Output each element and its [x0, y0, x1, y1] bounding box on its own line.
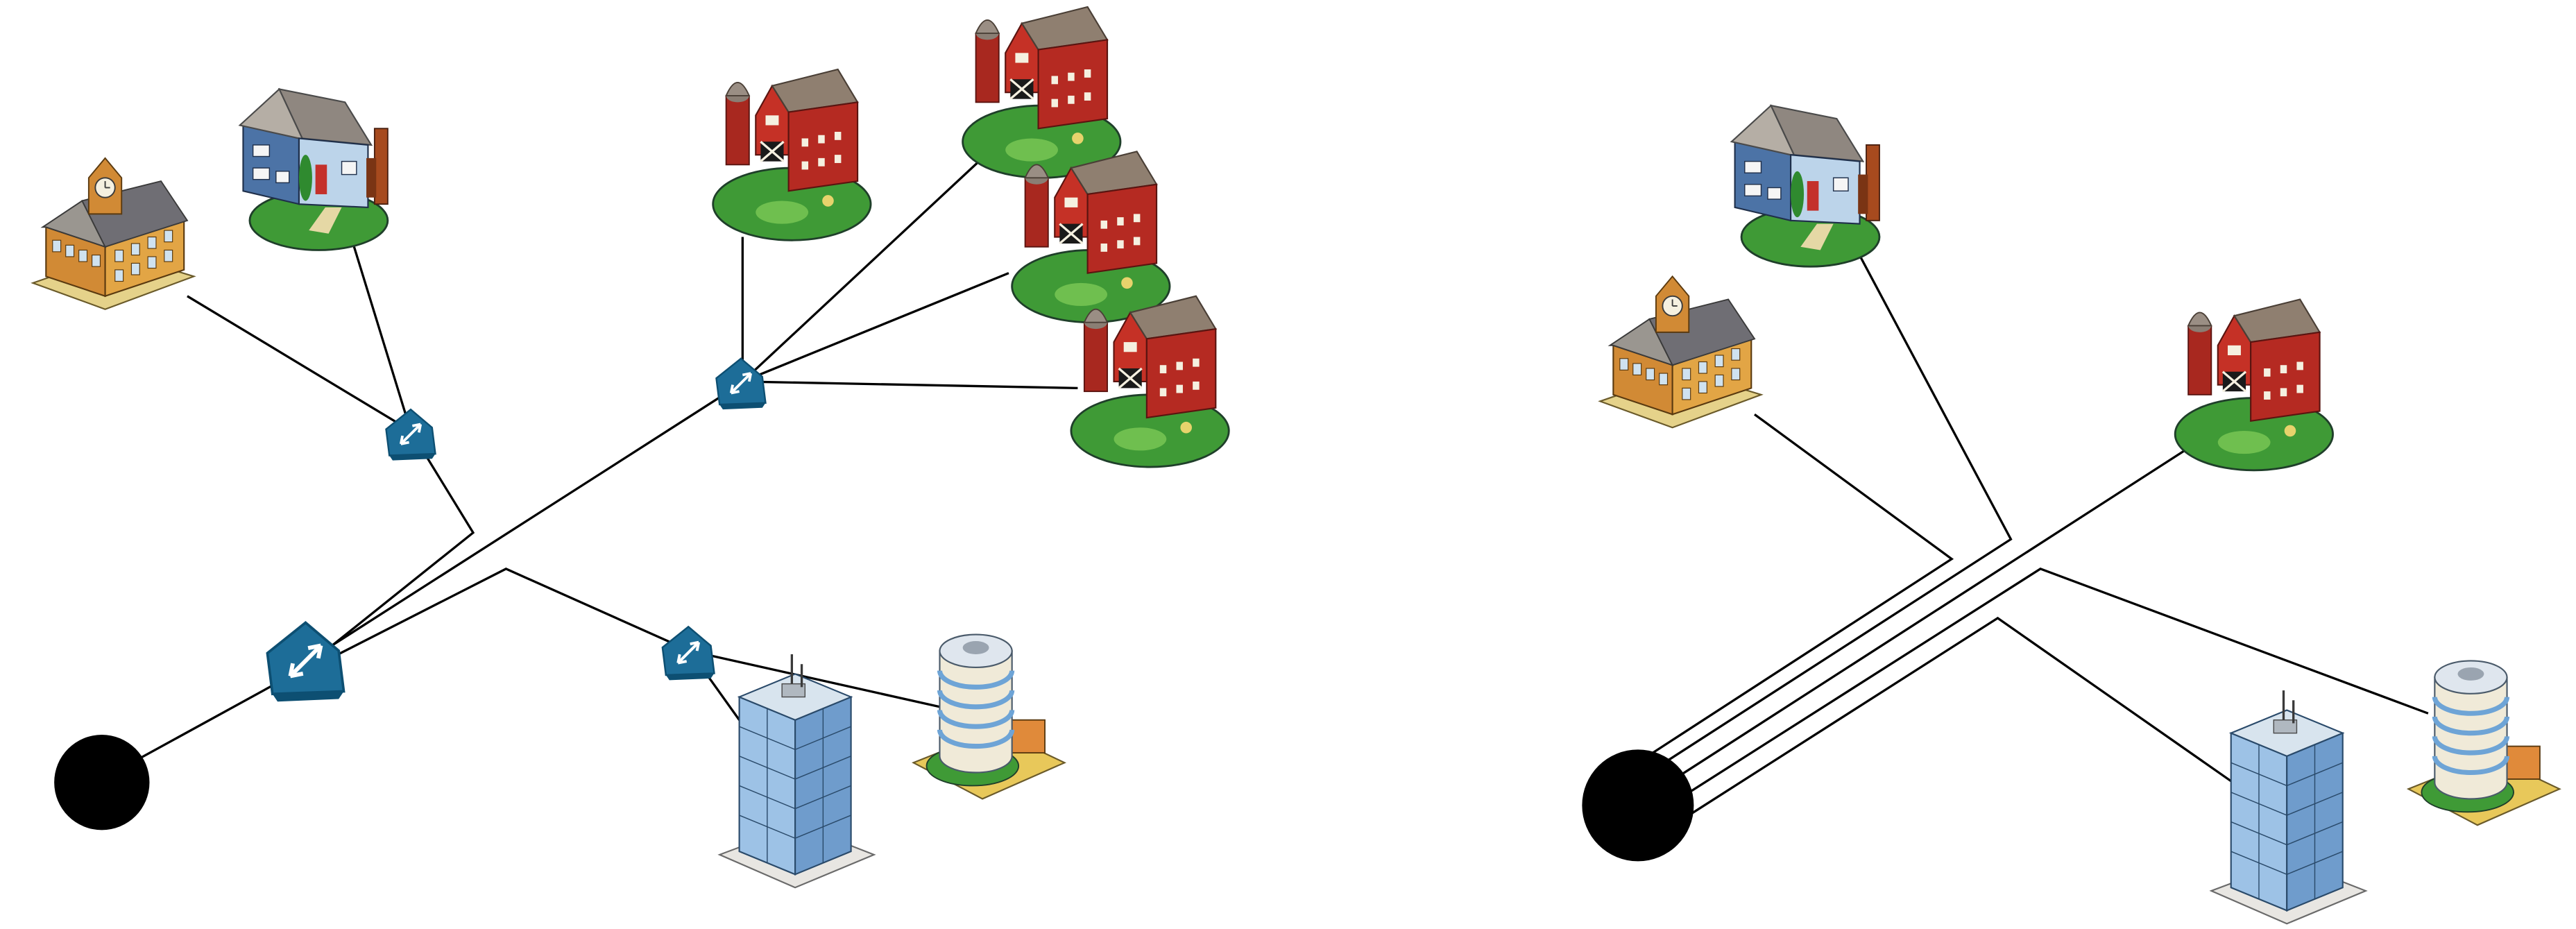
barn-icon — [1011, 150, 1171, 324]
point-to-point-diagram — [1582, 104, 2559, 926]
barn-icon — [2174, 298, 2335, 472]
link-lines — [101, 157, 1078, 781]
office-tower-icon — [2210, 689, 2367, 926]
link-main-upper-left — [324, 430, 475, 652]
house-icon — [239, 87, 389, 251]
hub-dot — [1582, 749, 1694, 862]
link-upper-left-school — [187, 295, 411, 432]
round-office-icon — [2408, 660, 2559, 825]
barn-icon — [961, 6, 1122, 179]
office-tower-icon — [718, 653, 876, 889]
splitter-lower-icon — [660, 625, 716, 682]
link-hub-house — [1658, 236, 2013, 767]
link-hub-round-office — [1678, 568, 2429, 800]
link-hub-barn — [1668, 443, 2196, 784]
link-upper-left-house — [343, 216, 412, 432]
link-lower-round-office — [690, 649, 940, 708]
point-to-multipoint-diagram — [32, 6, 1230, 889]
splitter-upper-left-icon — [384, 408, 437, 462]
link-main-lower — [331, 568, 691, 659]
hub-dot — [54, 735, 150, 830]
link-farms-barn-4 — [742, 380, 1078, 390]
link-main-farms — [327, 384, 740, 649]
link-farms-barn-3 — [742, 272, 1009, 383]
link-hub-tower — [1688, 616, 2239, 817]
school-icon — [1599, 275, 1762, 429]
link-farms-barn-2 — [742, 157, 984, 383]
link-lines — [1652, 236, 2429, 817]
splitter-main-icon — [267, 622, 343, 701]
link-hub-school — [1652, 413, 1954, 754]
round-office-icon — [914, 635, 1065, 799]
school-icon — [32, 157, 195, 310]
house-icon — [1730, 104, 1881, 268]
barn-icon — [712, 68, 872, 241]
barn-icon — [1070, 295, 1230, 468]
